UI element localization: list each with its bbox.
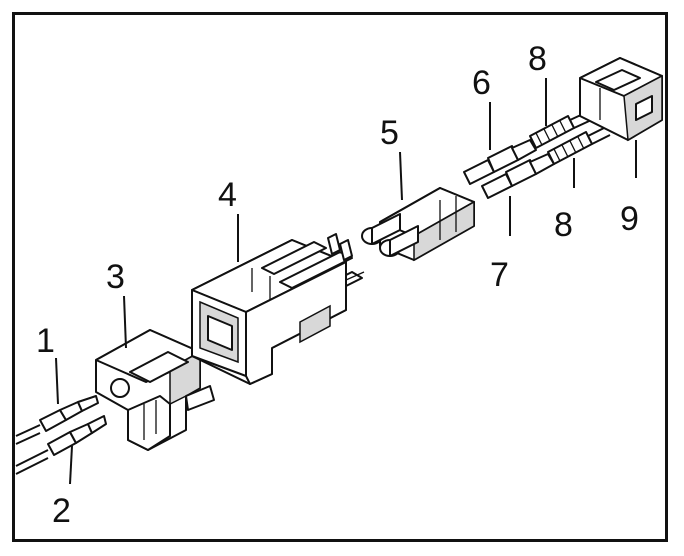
label-part-8-lower: 8: [554, 206, 573, 244]
ferrule-part-7: [481, 153, 555, 199]
leader-lines: [55, 78, 637, 485]
ferrule-part-6: [463, 139, 537, 185]
label-part-1: 1: [36, 322, 55, 360]
label-part-7: 7: [490, 256, 509, 294]
label-part-3: 3: [106, 258, 125, 296]
diagram-frame: [12, 12, 668, 542]
label-part-5: 5: [380, 114, 399, 152]
pin-part-2: [15, 415, 107, 475]
label-part-6: 6: [472, 64, 491, 102]
label-part-9: 9: [620, 200, 639, 238]
main-housing-part-4: [191, 233, 365, 385]
spring-part-8-lower: [547, 125, 611, 165]
label-part-2: 2: [52, 492, 71, 530]
label-part-8-upper: 8: [528, 40, 547, 78]
end-cap-part-9: [579, 57, 663, 142]
ferrule-holder-part-5: [361, 187, 475, 262]
rear-housing-part-3: [95, 329, 215, 451]
label-part-4: 4: [218, 176, 237, 214]
pin-part-1: [15, 395, 99, 445]
